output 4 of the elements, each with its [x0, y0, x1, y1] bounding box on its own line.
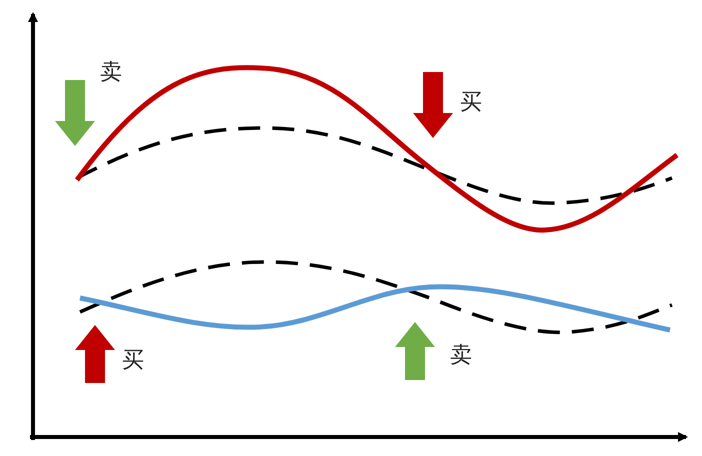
signal-label: 买 [122, 350, 144, 372]
signal-label: 买 [460, 92, 482, 114]
signal-label: 卖 [450, 345, 472, 367]
signal-label: 卖 [100, 62, 122, 84]
